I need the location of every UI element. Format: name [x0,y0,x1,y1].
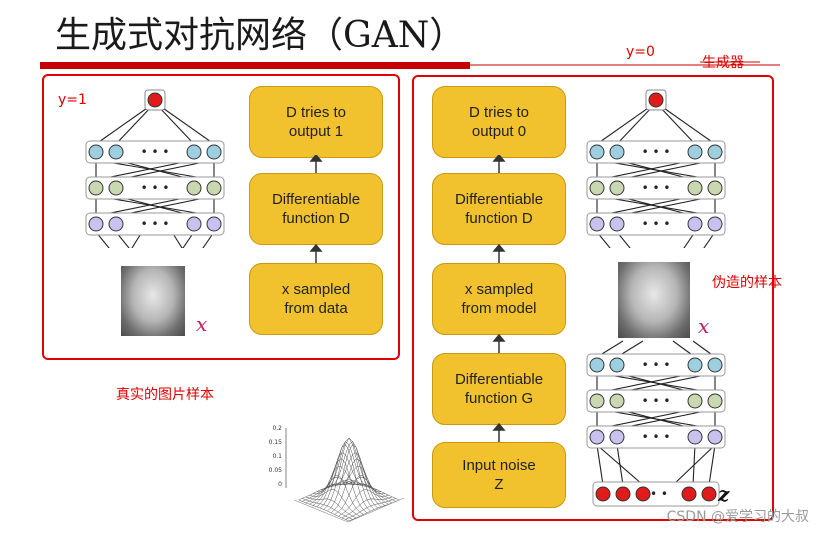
svg-text:• • •: • • • [642,217,671,231]
mesh-line [323,437,375,510]
mesh-line [298,478,350,501]
real-data-panel [42,74,400,360]
svg-text:• • •: • • • [642,145,671,159]
mesh-line [305,496,357,519]
svg-text:• • •: • • • [642,181,671,195]
mesh-line [298,499,350,522]
box-input-noise: Input noise Z [432,442,566,508]
svg-text:• • •: • • • [141,145,170,159]
svg-text:• •: • • [650,487,668,501]
svg-text:• • •: • • • [141,217,170,231]
mesh-line [330,458,382,513]
mesh-line [348,478,400,501]
mesh-line [345,498,396,520]
plot-tick-0-05: 0.05 [269,467,283,474]
label-generator: 生成器 [702,55,744,71]
svg-text:• • •: • • • [642,358,671,372]
mesh-line [312,474,364,515]
plot-tick-0-2: 0.2 [272,425,282,432]
title-underline [40,62,780,69]
real-face-image [121,266,185,336]
mesh-line [341,496,393,519]
mesh-line [309,489,360,517]
generator-network: • • • • • • • • • • • [586,340,726,507]
x-symbol-left: x [196,312,208,336]
gaussian-surface-plot: 0.2 0.15 0.1 0.05 0 [269,425,405,523]
label-y0: y=0 [626,44,655,60]
discriminator-network-right: • • • • • • • • • [586,89,726,248]
svg-text:• • •: • • • [642,394,671,408]
discriminator-network-left: • • • • • • • • • [85,89,225,248]
page-title: 生成式对抗网络（GAN） [55,15,466,56]
watermark: CSDN @爱学习的大叔 [666,509,809,525]
arrows-right-column [492,155,506,442]
box-function-d-left: Differentiable function D [249,173,383,245]
svg-text:• • •: • • • [642,430,671,444]
generator-strike [700,61,760,63]
box-x-from-model: x sampled from model [432,263,566,335]
generated-data-panel [412,75,774,521]
plot-tick-0-1: 0.1 [272,453,282,460]
label-y1: y=1 [58,92,87,108]
generated-face-image [618,262,690,338]
box-d-output-0: D tries to output 0 [432,86,566,158]
plot-tick-0: 0 [278,481,282,488]
label-real-samples: 真实的图片样本 [116,387,214,403]
x-symbol-right: x [698,314,710,338]
mesh-line [316,458,368,513]
arrows-left-column [309,155,323,263]
plot-tick-0-15: 0.15 [269,439,283,446]
box-function-d-right: Differentiable function D [432,173,566,245]
svg-text:• • •: • • • [141,181,170,195]
box-d-output-1: D tries to output 1 [249,86,383,158]
mesh-line [334,474,386,515]
mesh-line [338,489,389,517]
z-symbol: z [718,482,730,506]
mesh-line [302,498,353,520]
box-x-from-data: x sampled from data [249,263,383,335]
label-fake-samples: 伪造的样本 [712,275,782,291]
